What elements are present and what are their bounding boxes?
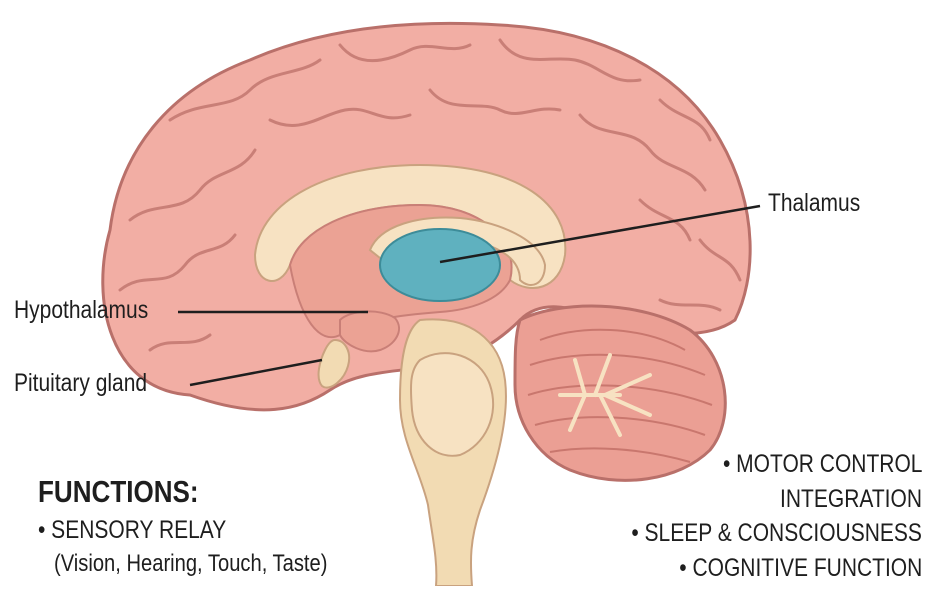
function-item-motor-cont: INTEGRATION — [780, 485, 922, 514]
cerebellum-shape — [515, 306, 725, 480]
hypothalamus-shape — [340, 311, 399, 351]
function-item-sleep: • SLEEP & CONSCIOUSNESS — [631, 519, 922, 548]
function-item-motor: • MOTOR CONTROL — [723, 450, 922, 479]
function-item-sensory-detail: (Vision, Hearing, Touch, Taste) — [54, 550, 327, 578]
thalamus-label: Thalamus — [768, 189, 860, 218]
thalamus-shape — [380, 229, 500, 301]
function-item-sensory: • SENSORY RELAY — [38, 516, 226, 545]
pituitary-label: Pituitary gland — [14, 369, 147, 398]
hypothalamus-label: Hypothalamus — [14, 296, 148, 325]
function-item-cognitive: • COGNITIVE FUNCTION — [679, 554, 922, 583]
functions-heading: FUNCTIONS: — [38, 474, 199, 510]
pons — [411, 353, 493, 456]
